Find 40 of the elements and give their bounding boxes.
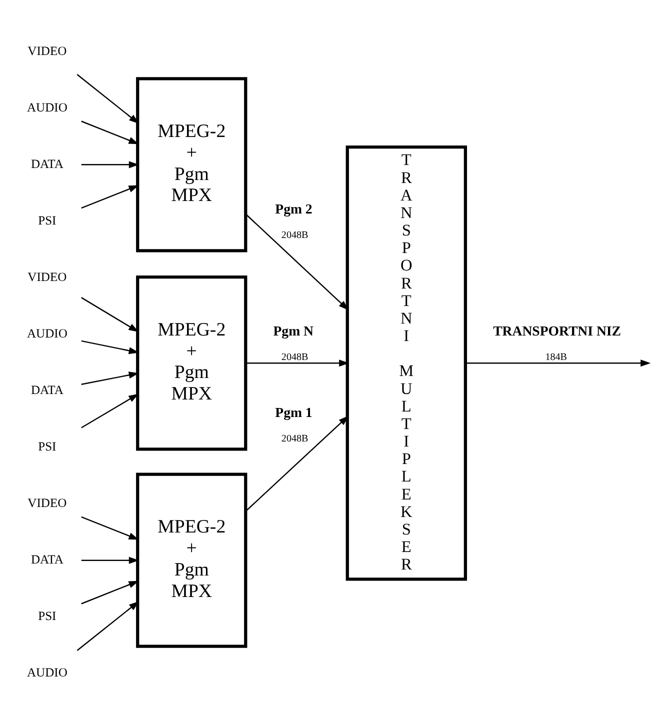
node-text: AUDIO xyxy=(26,326,68,340)
arrow xyxy=(76,74,140,124)
arrow xyxy=(81,296,139,332)
edge-label: Pgm 2 xyxy=(275,201,312,216)
arrow xyxy=(81,516,139,540)
node-text: DATA xyxy=(30,552,64,566)
arrow xyxy=(76,601,140,651)
node-text: AUDIO xyxy=(26,666,68,680)
edge-label: TRANSPORTNI NIZ xyxy=(493,323,622,338)
label: 2048B xyxy=(281,434,308,445)
arrow xyxy=(81,120,139,144)
node-text: AUDIO xyxy=(26,100,68,114)
edge-label: Pgm N xyxy=(273,323,314,338)
label: 2048B xyxy=(281,352,308,363)
node-text: DATA xyxy=(30,382,64,397)
label: 184B xyxy=(545,352,567,363)
arrow xyxy=(81,340,139,354)
arrow xyxy=(245,416,349,512)
node-box: TRANSPORTNI MULTIPLEKSER xyxy=(346,146,468,581)
node-box: MPEG-2 + Pgm MPX xyxy=(136,472,248,648)
node-text: VIDEO xyxy=(28,270,67,284)
arrow xyxy=(81,556,139,564)
arrow xyxy=(466,360,651,367)
label: 2048B xyxy=(281,230,308,242)
arrow xyxy=(81,372,139,385)
node-text: VIDEO xyxy=(28,496,67,510)
node-text: VIDEO xyxy=(28,44,67,58)
node-text: PSI xyxy=(38,213,56,228)
arrow xyxy=(81,161,139,168)
arrow xyxy=(81,394,139,428)
node-text: PSI xyxy=(38,439,56,454)
node-text: DATA xyxy=(30,156,64,171)
arrow xyxy=(245,214,349,310)
node-box: MPEG-2 + Pgm MPX xyxy=(136,276,248,451)
arrow xyxy=(81,580,139,604)
arrow xyxy=(81,185,139,209)
edge-label: Pgm 1 xyxy=(275,404,312,420)
node-text: PSI xyxy=(38,608,56,623)
node-box: MPEG-2 + Pgm MPX xyxy=(136,77,248,252)
arrow xyxy=(246,360,350,367)
